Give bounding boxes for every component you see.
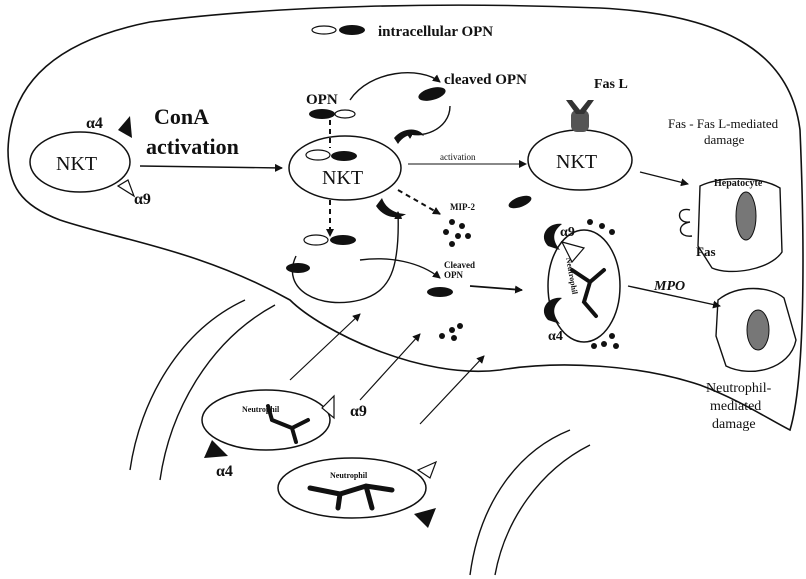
cona-label: ConA — [154, 104, 209, 129]
neut-damage-line1: Neutrophil- — [706, 381, 772, 396]
nkt-receptor-crescent-2 — [376, 198, 406, 217]
neutrophil-2-label: Neutrophil — [330, 471, 368, 480]
cleaved-opn-top-icon — [417, 85, 447, 104]
migration-arrow-2 — [360, 334, 420, 400]
alpha4-top-label: α4 — [86, 115, 103, 132]
fas-damage-arrow — [640, 172, 688, 184]
legend: intracellular OPN — [312, 24, 493, 40]
fasl-receptor-icon — [566, 100, 594, 132]
free-particles — [439, 323, 463, 341]
alpha4-bottom-label: α4 — [216, 463, 233, 480]
neutrophil-center-cell — [548, 230, 620, 342]
opn-filled-icon-3 — [330, 235, 356, 245]
mpo-label: MPO — [653, 279, 685, 294]
vessel-line-right-2 — [495, 445, 590, 575]
fas-label: Fas — [696, 244, 716, 259]
fasl-label: Fas L — [594, 77, 628, 92]
opn-open-icon-3 — [304, 235, 328, 245]
hepatocyte-label: Hepatocyte — [714, 178, 763, 189]
fas-receptor-icon — [680, 209, 693, 236]
cleavage-arrow — [360, 259, 440, 278]
vessel-line-right — [470, 430, 570, 575]
cleaved-opn-mid-icon — [427, 287, 453, 297]
activation-arrow — [140, 166, 282, 168]
alpha9-neutro-label: α9 — [560, 225, 575, 240]
nkt-resting-label: NKT — [56, 153, 97, 175]
hepatocyte-nucleus-2 — [747, 310, 769, 350]
mip2-dashed-arrow — [398, 190, 440, 214]
fas-damage-line2: damage — [704, 132, 745, 147]
hepatocyte-nucleus-1 — [736, 192, 756, 240]
alpha9-bottom-label: α9 — [350, 403, 367, 420]
alpha9-top-label: α9 — [134, 191, 151, 208]
opn-filled-icon-4 — [286, 263, 310, 273]
nkt-receptor-crescent-1 — [394, 130, 424, 145]
opn-label: OPN — [306, 92, 338, 108]
migration-arrow-1 — [290, 314, 360, 380]
alpha4-receptor-icon — [118, 116, 132, 138]
neut-damage-line3: damage — [712, 417, 756, 432]
opn-open-icon-2 — [335, 110, 355, 118]
cleaved-opn-top-label: cleaved OPN — [444, 72, 527, 88]
neutrophil-1-label: Neutrophil — [242, 405, 280, 414]
activation-small-label: activation — [440, 152, 476, 162]
alpha9-receptor-icon — [118, 180, 134, 196]
mip2-particles — [443, 219, 471, 247]
neut-damage-line2: mediated — [710, 399, 761, 414]
intracellular-opn-open-icon — [312, 26, 336, 34]
opn-to-neutro-arrow — [470, 286, 522, 290]
nkt-right-label: NKT — [556, 151, 597, 173]
opn-open-icon-1 — [306, 150, 330, 160]
mip2-label: MIP-2 — [450, 202, 475, 212]
cleaved-opn-small-2: OPN — [444, 270, 463, 280]
opn-filled-icon-1 — [331, 151, 357, 161]
activation-label: activation — [146, 134, 239, 159]
sinusoid-outline — [8, 5, 803, 430]
legend-label: intracellular OPN — [378, 24, 493, 40]
free-opn-icon — [507, 193, 533, 211]
intracellular-opn-filled-icon — [339, 25, 365, 35]
alpha4-n2-icon — [414, 508, 436, 528]
neutrophil-1-cell — [202, 390, 330, 450]
alpha4-neutro-label: α4 — [548, 329, 563, 344]
opn-filled-icon-2 — [309, 109, 335, 119]
cleaved-opn-small-1: Cleaved — [444, 260, 475, 270]
bottom-loop — [292, 212, 398, 303]
fas-damage-line1: Fas - Fas L-mediated — [668, 116, 779, 131]
nkt-center-label: NKT — [322, 167, 363, 189]
